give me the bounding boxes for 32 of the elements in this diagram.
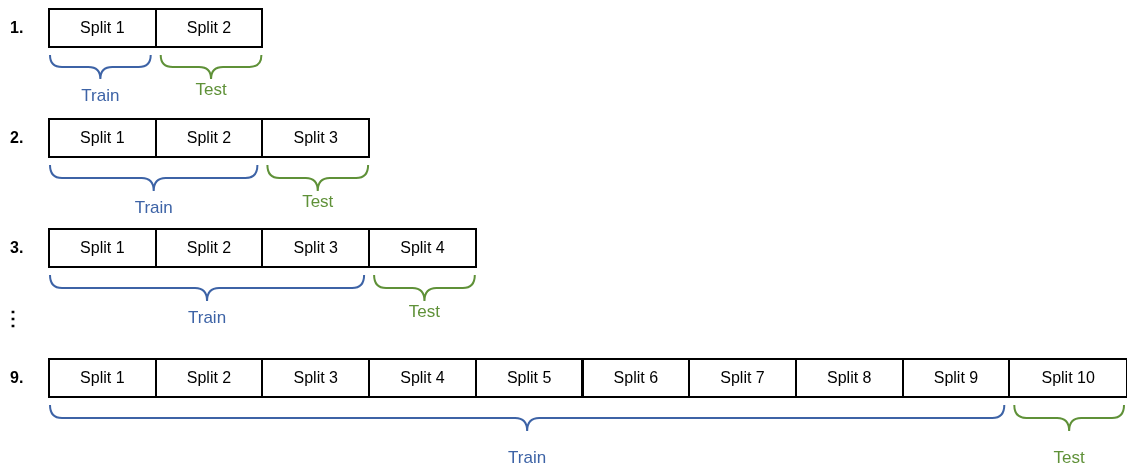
split-box: Split 2	[154, 228, 264, 268]
split-box: Split 3	[261, 228, 371, 268]
test-label: Test	[1053, 447, 1085, 465]
split-box: Split 5	[474, 358, 584, 398]
step-number: 2.	[10, 128, 24, 148]
split-box: Split 1	[48, 8, 157, 48]
split-box: Split 2	[154, 118, 264, 158]
split-box: Split 4	[368, 358, 477, 398]
test-label: Test	[408, 301, 441, 323]
test-label: Test	[302, 191, 334, 213]
split-box: Split 1	[48, 228, 157, 268]
train-label: Train	[134, 197, 173, 219]
step-number: 9.	[10, 368, 24, 388]
split-box: Split 4	[368, 228, 477, 268]
step-number: 3.	[10, 238, 24, 258]
split-box: Split 2	[154, 8, 264, 48]
split-box: Split 8	[794, 358, 904, 398]
split-box: Split 9	[901, 358, 1011, 398]
train-label: Train	[81, 85, 120, 107]
step-number: 1.	[10, 18, 24, 38]
split-box: Split 6	[581, 358, 691, 398]
train-label: Train	[188, 307, 227, 329]
test-label: Test	[195, 79, 227, 101]
split-box: Split 3	[261, 118, 371, 158]
split-box: Split 10	[1008, 358, 1127, 398]
split-box: Split 1	[48, 358, 157, 398]
split-box: Split 3	[261, 358, 371, 398]
split-box: Split 1	[48, 118, 157, 158]
split-box: Split 7	[688, 358, 797, 398]
split-box: Split 2	[154, 358, 264, 398]
train-label: Train	[508, 447, 547, 465]
vertical-ellipsis: ⋮	[3, 306, 23, 331]
